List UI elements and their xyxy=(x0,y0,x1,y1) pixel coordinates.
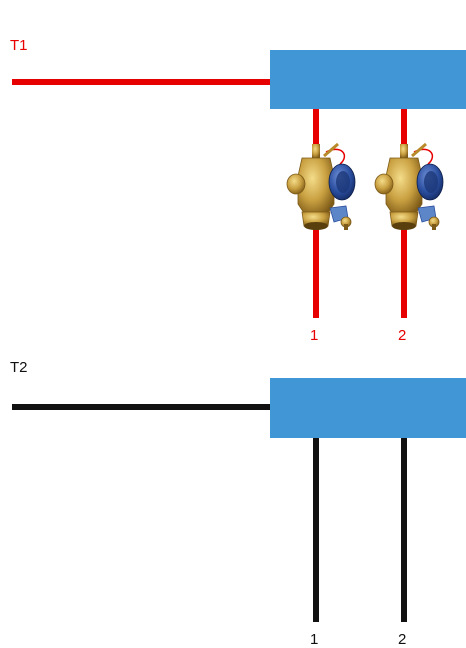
return-outlet-1-label: 1 xyxy=(310,631,319,648)
return-manifold xyxy=(270,378,466,438)
valve-icon xyxy=(373,142,445,232)
return-title: T2 xyxy=(10,359,28,376)
supply-manifold xyxy=(270,50,466,109)
return-outlet-2-label: 2 xyxy=(398,631,407,648)
supply-outlet-1-label: 1 xyxy=(310,327,319,344)
supply-outlet-2-label: 2 xyxy=(398,327,407,344)
valve-icon xyxy=(285,142,357,232)
supply-title: T1 xyxy=(10,37,28,54)
